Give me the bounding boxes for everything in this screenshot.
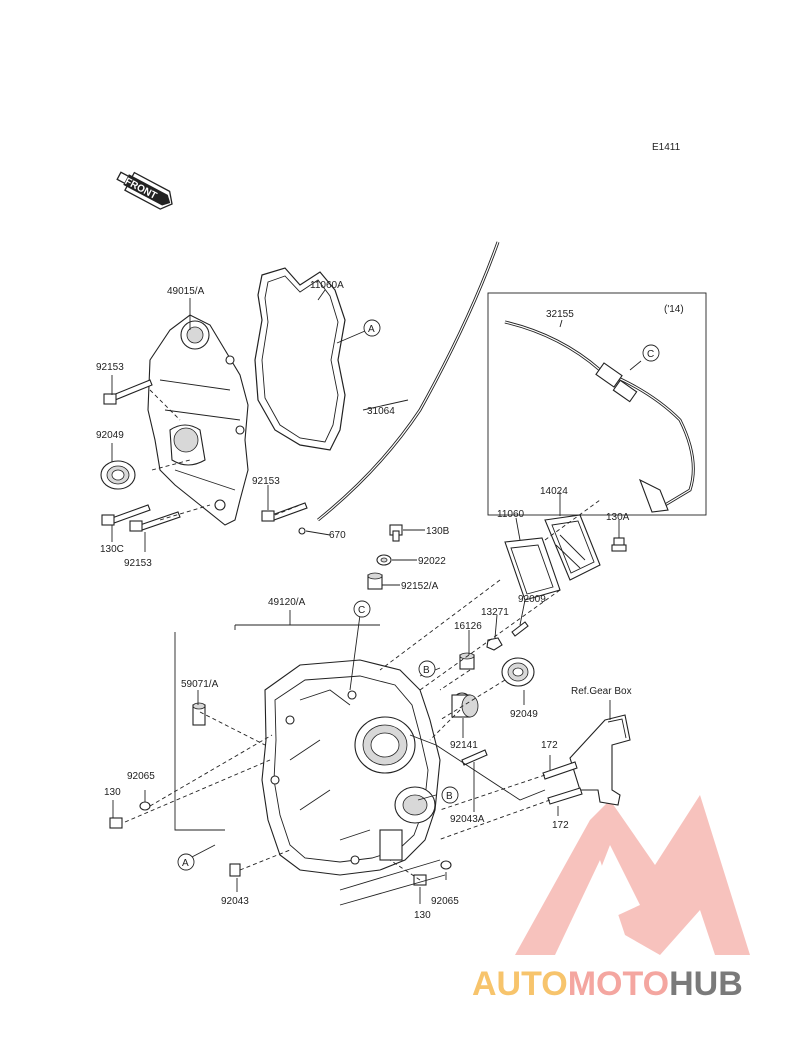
washer-92065-left-part xyxy=(139,801,151,811)
callout-b-top-label: B xyxy=(423,665,430,676)
part-labels: 49015/A 11060A 92153 92049 92153 130C 92… xyxy=(96,280,632,921)
label-16126: 16126 xyxy=(454,621,482,632)
bearing-92141-part xyxy=(451,692,479,718)
label-32155: 32155 xyxy=(546,309,574,320)
watermark-logo: AUTOMOTOHUB xyxy=(472,795,750,1003)
oil-seal-92049-left-part xyxy=(100,460,136,490)
label-92153-top: 92153 xyxy=(96,362,124,373)
label-130-bottom: 130 xyxy=(414,910,431,921)
callout-a-top: A xyxy=(363,319,381,337)
callout-c-mid: C xyxy=(353,600,371,618)
gearbox-bracket-part xyxy=(569,714,631,806)
callout-b-bottom-label: B xyxy=(446,791,453,802)
year-note: ('14) xyxy=(664,304,684,315)
callout-a-bottom: A xyxy=(177,853,195,871)
oring-670-part xyxy=(298,527,306,535)
bolt-130a-part xyxy=(611,537,627,552)
label-92049-left: 92049 xyxy=(96,430,124,441)
pin-92043-part xyxy=(229,863,241,877)
callout-c-top-label: C xyxy=(647,349,654,360)
label-ref-gear-box: Ref.Gear Box xyxy=(571,686,632,697)
label-92043a: 92043A xyxy=(450,814,485,825)
label-130-left: 130 xyxy=(104,787,121,798)
label-59071a: 59071/A xyxy=(181,679,219,690)
gasket-11060a-part xyxy=(254,267,346,451)
leader-lines xyxy=(111,289,642,906)
bolt-92153-bottom-part xyxy=(129,511,181,532)
callout-a-top-label: A xyxy=(368,324,375,335)
washer-92065-bottom-part xyxy=(440,860,452,870)
label-130b: 130B xyxy=(426,526,450,537)
pin-92043a-part xyxy=(461,749,488,766)
label-172-top: 172 xyxy=(541,740,558,751)
label-49015a: 49015/A xyxy=(167,286,205,297)
timing-cover-part xyxy=(147,314,249,526)
bolt-130b-part xyxy=(389,524,403,542)
label-92049-right: 92049 xyxy=(510,709,538,720)
watermark-text-auto: AUTOMOTOHUB xyxy=(472,965,743,1003)
callout-a-bottom-label: A xyxy=(182,858,189,869)
bushing-16126-part xyxy=(459,652,475,670)
label-92065-bottom: 92065 xyxy=(431,896,459,907)
stud-172-top-part xyxy=(542,761,578,780)
label-92153-bottom: 92153 xyxy=(124,558,152,569)
nut-13271-part xyxy=(486,637,503,651)
label-92009: 92009 xyxy=(518,594,546,605)
bolt-92153-mid-part xyxy=(261,502,308,522)
label-92043: 92043 xyxy=(221,896,249,907)
crankcase-part xyxy=(261,659,441,876)
label-11060a: 11060A xyxy=(310,280,344,291)
label-92065-left: 92065 xyxy=(127,771,155,782)
label-92022: 92022 xyxy=(418,556,446,567)
callout-b-bottom: B xyxy=(441,786,459,804)
plug-92152a-part xyxy=(367,572,383,590)
oil-seal-92049-right-part xyxy=(501,657,535,687)
label-92141: 92141 xyxy=(450,740,478,751)
dipstick-tube-32155-part xyxy=(504,320,695,507)
label-130a: 130A xyxy=(606,512,630,523)
bolt-92009-part xyxy=(511,621,529,637)
label-49120a: 49120/A xyxy=(268,597,306,608)
callout-b-top: B xyxy=(418,660,436,678)
label-31064: 31064 xyxy=(367,406,395,417)
bolt-130-left-part xyxy=(109,817,123,829)
front-arrow-icon: FRONT xyxy=(116,171,173,210)
stud-172-bottom-part xyxy=(547,787,583,805)
label-172-bottom: 172 xyxy=(552,820,569,831)
dipstick-31064-part xyxy=(317,241,500,522)
callout-c-mid-label: C xyxy=(358,605,365,616)
variant-box xyxy=(487,292,707,516)
bolt-92153-top-part xyxy=(103,379,153,405)
fitting-59071a-part xyxy=(192,702,206,726)
label-130c: 130C xyxy=(100,544,124,555)
bolt-130c-part xyxy=(101,504,151,526)
label-670: 670 xyxy=(329,530,346,541)
label-92153-mid: 92153 xyxy=(252,476,280,487)
label-14024: 14024 xyxy=(540,486,568,497)
diagram-code: E1411 xyxy=(652,142,681,153)
label-13271: 13271 xyxy=(481,607,509,618)
label-92152a: 92152/A xyxy=(401,581,439,592)
callout-c-top: C xyxy=(642,344,660,362)
label-11060: 11060 xyxy=(497,509,525,520)
